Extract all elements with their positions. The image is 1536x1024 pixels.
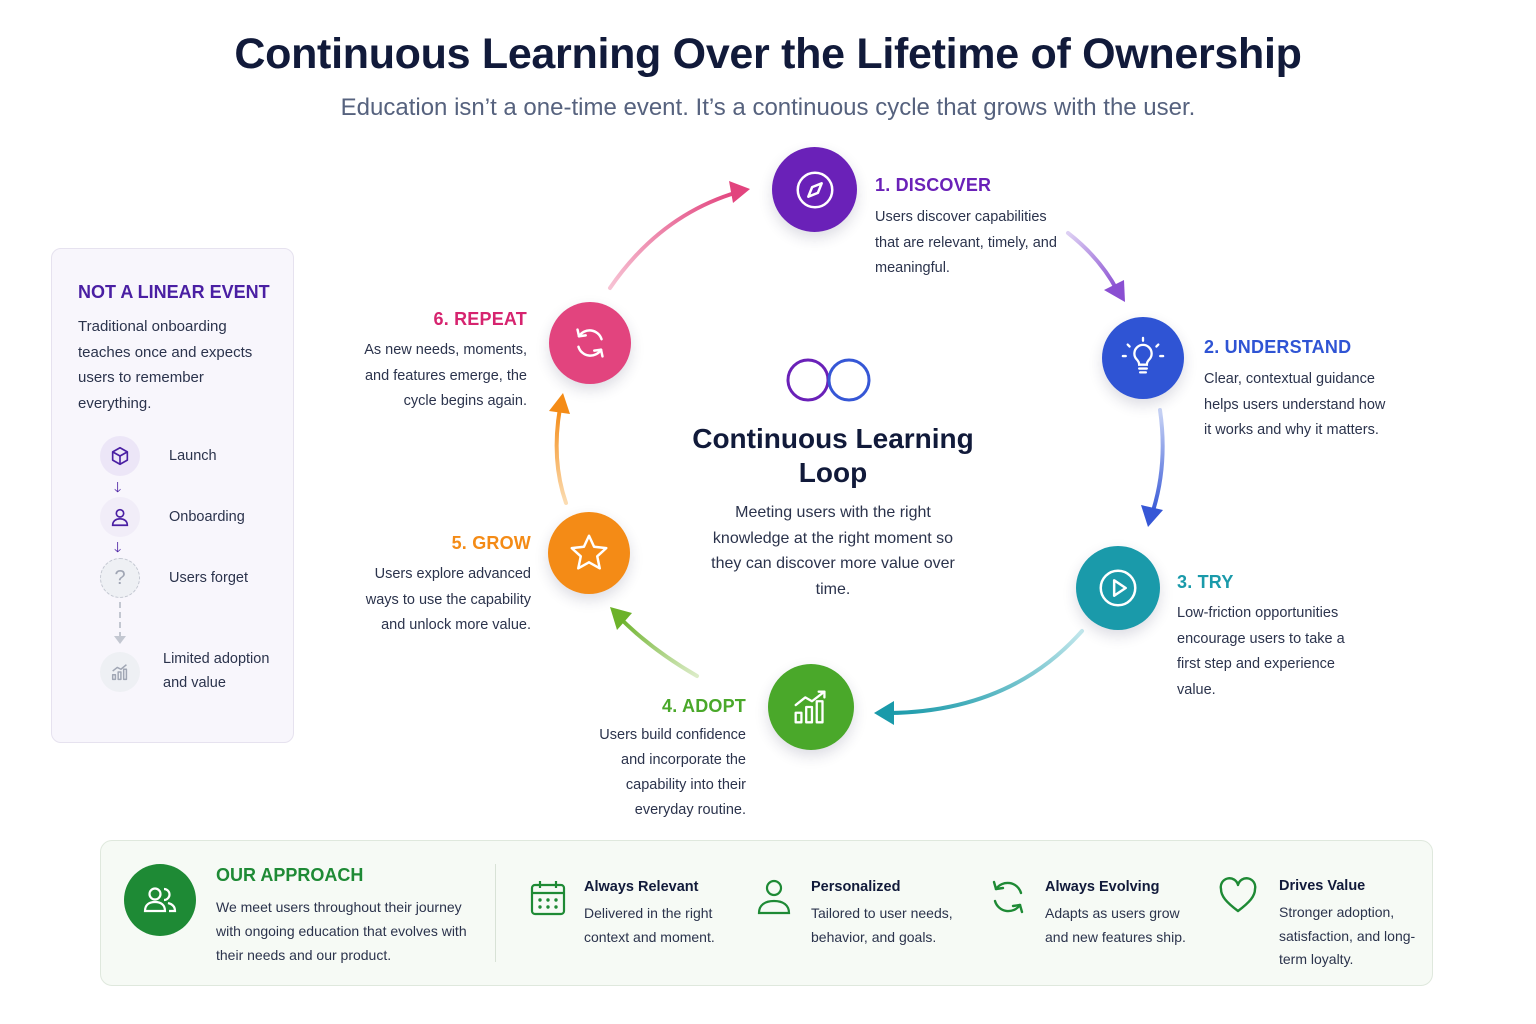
infinity-rings-icon xyxy=(786,358,871,402)
step-repeat-node xyxy=(549,302,631,384)
down-arrow-icon: 🡓 xyxy=(114,539,122,555)
step-repeat-title: 6. REPEAT xyxy=(433,309,527,329)
dashed-connector xyxy=(119,602,121,638)
user-icon xyxy=(100,497,140,537)
approach-divider xyxy=(495,864,496,962)
step-grow-description: Users explore advanced ways to use the c… xyxy=(365,566,531,633)
question-icon: ? xyxy=(100,558,140,598)
feature-always-relevant-title: Always Relevant xyxy=(584,879,699,895)
step-adopt-description: Users build confidence and incorporate t… xyxy=(599,727,746,818)
arrowhead-try-to-adopt xyxy=(874,701,894,725)
linear-event-panel xyxy=(51,248,294,743)
linear-panel-title: NOT A LINEAR EVENT xyxy=(78,282,270,302)
step-adopt-node xyxy=(768,664,854,750)
down-arrow-icon: 🡓 xyxy=(114,479,122,495)
linear-item-onboarding: Onboarding xyxy=(169,509,245,525)
step-discover-node xyxy=(772,147,857,232)
arrowhead-grow-to-repeat xyxy=(549,393,570,414)
calendar-icon xyxy=(530,881,566,916)
cycle-arrows-icon xyxy=(992,880,1024,914)
step-understand-title: 2. UNDERSTAND xyxy=(1204,337,1352,357)
step-repeat-description: As new needs, moments, and features emer… xyxy=(364,342,527,409)
lightbulb-icon xyxy=(1121,336,1165,374)
feature-personalized-description: Tailored to user needs, behavior, and go… xyxy=(811,905,953,945)
arrowhead-adopt-to-grow xyxy=(610,607,632,630)
arrow-understand-to-try xyxy=(1150,408,1165,516)
step-discover-description: Users discover capabilities that are rel… xyxy=(875,209,1057,276)
arrow-repeat-to-discover xyxy=(608,190,740,290)
step-try-title: 3. TRY xyxy=(1177,572,1234,592)
feature-always-evolving-description: Adapts as users grow and new features sh… xyxy=(1045,905,1186,945)
arrow-grow-to-repeat xyxy=(554,406,568,505)
center-title: Continuous Learning Loop xyxy=(692,423,974,488)
heart-icon xyxy=(1219,877,1257,913)
linear-item-users-forget: Users forget xyxy=(169,570,248,586)
feature-always-relevant-description: Delivered in the right context and momen… xyxy=(584,905,715,945)
step-grow-node xyxy=(548,512,630,594)
box-icon xyxy=(100,436,140,476)
person-icon xyxy=(757,879,791,915)
feature-always-evolving-title: Always Evolving xyxy=(1045,879,1160,895)
linear-item-launch: Launch xyxy=(169,448,217,464)
compass-icon xyxy=(796,171,833,208)
feature-drives-value-description: Stronger adoption, satisfaction, and lon… xyxy=(1279,904,1416,967)
arrowhead-repeat-to-discover xyxy=(729,181,750,203)
feature-personalized-title: Personalized xyxy=(811,879,901,895)
small-chart-icon xyxy=(100,652,140,692)
arrowhead-discover-to-understand xyxy=(1104,280,1125,302)
step-understand-description: Clear, contextual guidance helps users u… xyxy=(1204,371,1386,438)
step-grow-title: 5. GROW xyxy=(451,533,531,553)
approach-title: OUR APPROACH xyxy=(216,865,364,885)
arrow-adopt-to-grow xyxy=(618,616,699,678)
dashed-connector-arrowhead xyxy=(114,636,126,644)
linear-panel-description: Traditional onboarding teaches once and … xyxy=(78,318,253,412)
growth-chart-icon xyxy=(794,690,826,724)
arrow-try-to-adopt xyxy=(886,629,1084,715)
refresh-icon xyxy=(576,328,604,358)
step-try-description: Low-friction opportunities encourage use… xyxy=(1177,605,1345,698)
feature-drives-value-title: Drives Value xyxy=(1279,878,1366,894)
step-understand-node xyxy=(1102,317,1184,399)
arrowhead-understand-to-try xyxy=(1141,505,1163,527)
arrow-discover-to-understand xyxy=(1066,231,1119,292)
center-description: Meeting users with the right knowledge a… xyxy=(711,504,955,598)
approach-description: We meet users throughout their journey w… xyxy=(216,899,467,963)
play-icon xyxy=(1099,569,1137,607)
linear-item-limited-adoption: Limited adoption and value xyxy=(163,651,270,691)
step-discover-title: 1. DISCOVER xyxy=(875,175,992,195)
page-title: Continuous Learning Over the Lifetime of… xyxy=(234,30,1302,78)
users-group-icon xyxy=(124,864,196,936)
star-icon xyxy=(570,534,608,570)
step-adopt-title: 4. ADOPT xyxy=(662,696,746,716)
page-subtitle: Education isn’t a one-time event. It’s a… xyxy=(340,94,1196,121)
step-try-node xyxy=(1076,546,1160,630)
